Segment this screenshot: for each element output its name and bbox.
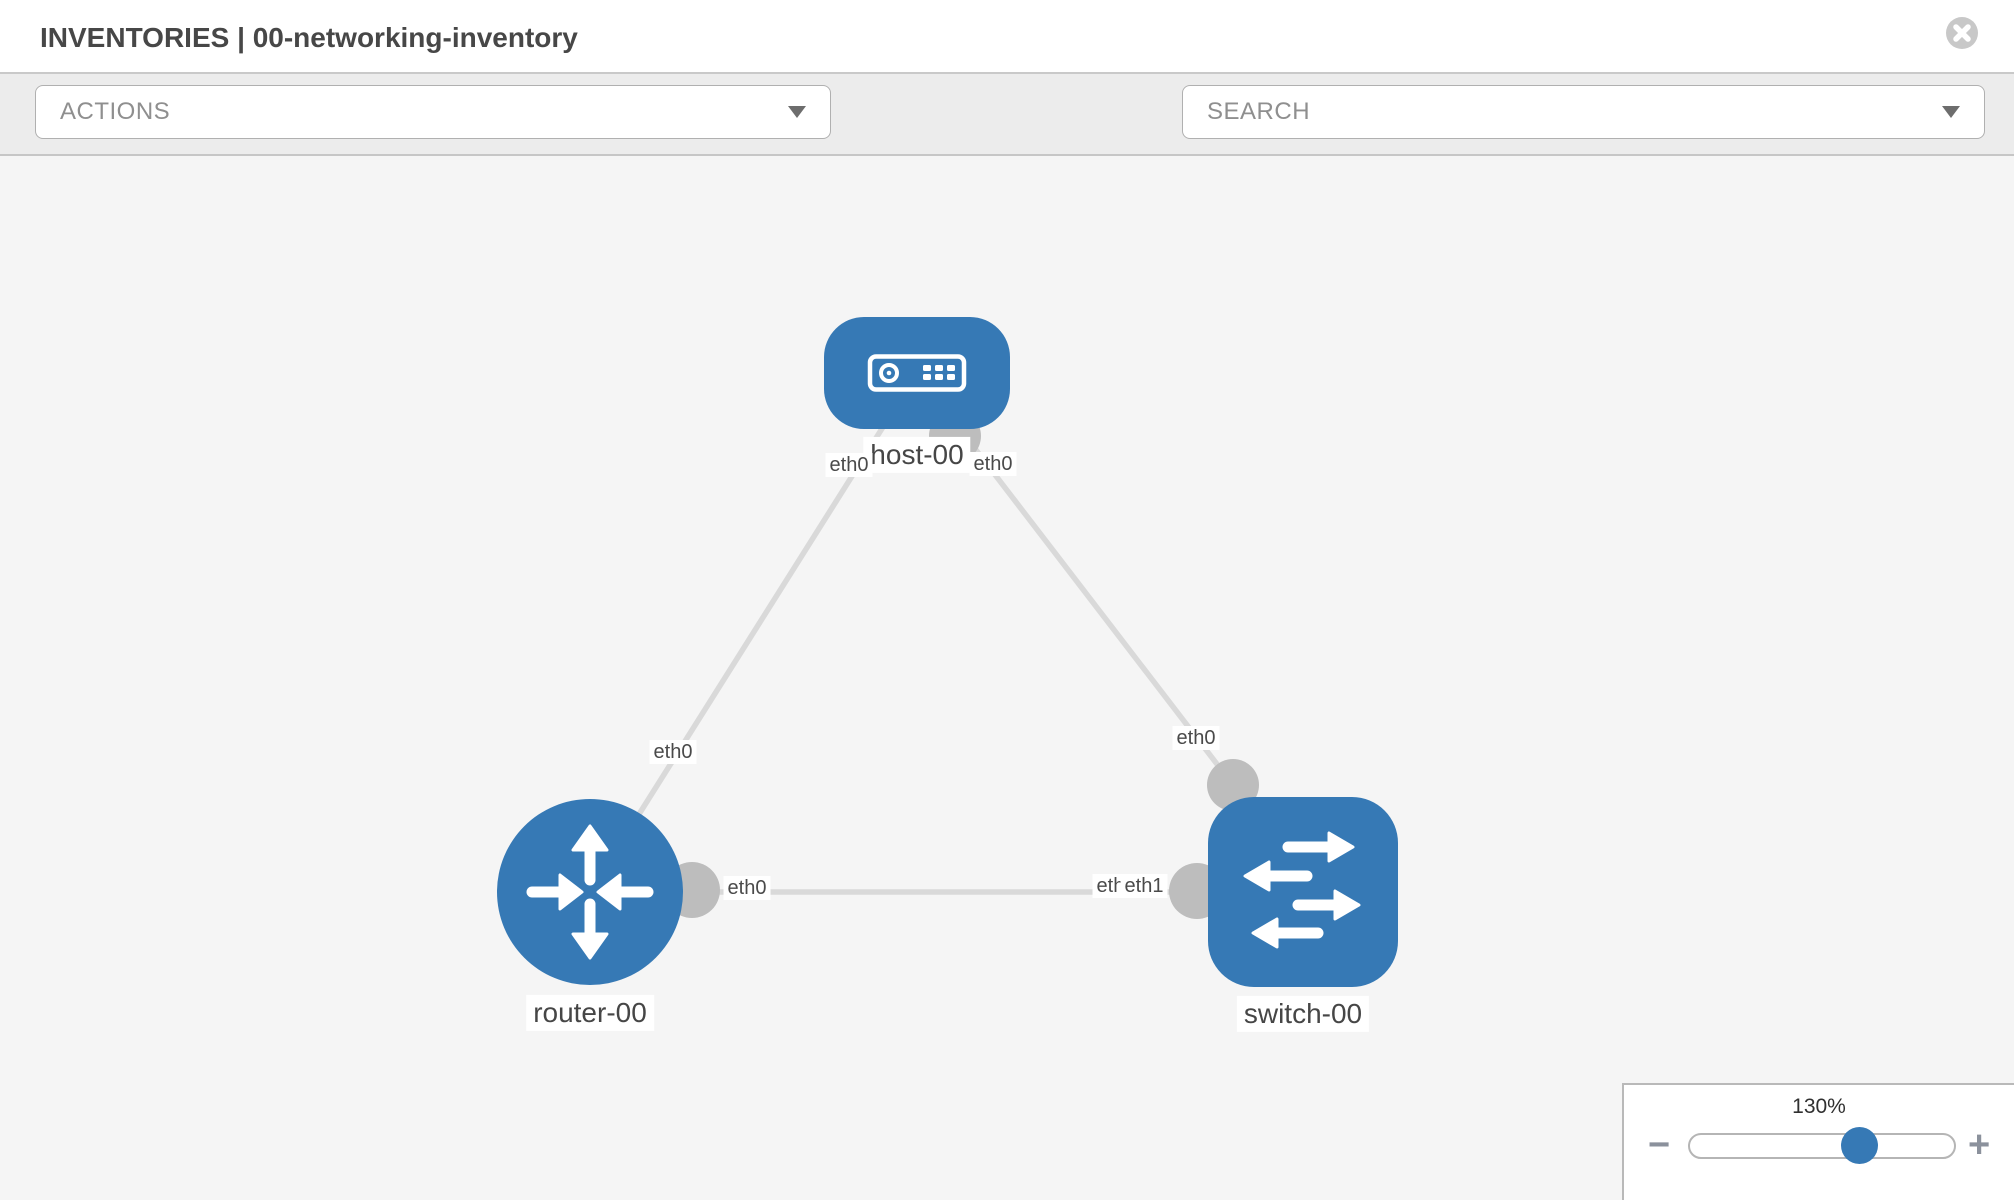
close-icon[interactable] [1945,16,1979,50]
zoom-in-button[interactable]: + [1968,1124,1991,1166]
host-icon [867,354,967,392]
node-router-00[interactable] [497,799,683,985]
topology-svg [497,317,1398,987]
chevron-down-icon [788,106,806,118]
chevron-down-icon [1942,106,1960,118]
header: INVENTORIES | 00-networking-inventory [0,0,2014,74]
node-host-00[interactable] [824,317,1010,429]
node-switch-00[interactable] [1208,797,1398,987]
search-dropdown[interactable]: SEARCH [1182,85,1985,139]
zoom-out-button[interactable]: − [1648,1124,1671,1166]
actions-dropdown-label: ACTIONS [60,98,171,125]
actions-dropdown[interactable]: ACTIONS [35,85,831,139]
toolbar: ACTIONS SEARCH [0,74,2014,209]
zoom-slider-thumb[interactable] [1840,1127,1878,1164]
search-dropdown-label: SEARCH [1207,98,1311,125]
page-title: INVENTORIES | 00-networking-inventory [40,22,578,53]
zoom-slider-track[interactable] [1688,1127,1956,1164]
router-icon [526,824,654,960]
zoom-control-panel: 130% − + [1622,1083,2014,1200]
zoom-level-label: 130% [1792,1095,1846,1118]
switch-icon [1243,831,1361,949]
